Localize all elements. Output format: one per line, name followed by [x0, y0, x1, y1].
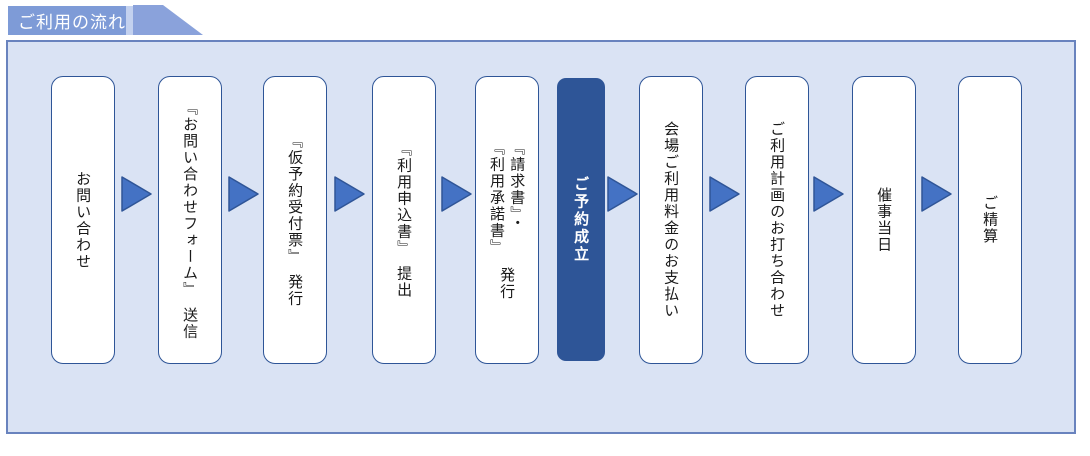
header-tab-slant: [133, 5, 203, 35]
flow-step-usage-plan-meeting: ご利用計画のお打ち合わせ: [745, 76, 809, 364]
arrow-right-icon: [441, 175, 473, 213]
arrow-right-icon: [334, 175, 366, 213]
header-tab-rect: ご利用の流れ: [8, 6, 126, 35]
flow-step-invoice-consent-issue: 『請求書』・ 『利用承諾書』 発行: [475, 76, 539, 364]
step-label: ご予約成立: [572, 175, 591, 264]
step-label: 『仮予約受付票』 発行: [286, 133, 305, 307]
flow-panel: お問い合わせ 『お問い合わせフォーム』 送信 『仮予約受付票』 発行 『利用申込…: [6, 40, 1076, 434]
header-tab-stripe: [126, 6, 133, 35]
step-label: 『利用申込書』 提出: [395, 141, 414, 299]
flow-step-application-form-submit: 『利用申込書』 提出: [372, 76, 436, 364]
flow-step-settlement: ご精算: [958, 76, 1022, 364]
flow-step-reservation-confirmed: ご予約成立: [557, 78, 605, 361]
step-label: 『お問い合わせフォーム』 送信: [181, 100, 200, 340]
step-label-documents: 『請求書』・ 『利用承諾書』: [488, 139, 527, 256]
flow-step-inquiry-form-send: 『お問い合わせフォーム』 送信: [158, 76, 222, 364]
flow-step-event-day: 催事当日: [852, 76, 916, 364]
page-title: ご利用の流れ: [18, 13, 126, 33]
step-label: ご利用計画のお打ち合わせ: [768, 121, 787, 319]
step-label: 催事当日: [875, 187, 894, 253]
arrow-right-icon: [228, 175, 260, 213]
step-label: ご精算: [981, 195, 1000, 245]
step-label-issue: 発行: [498, 267, 517, 301]
flow-step-fee-payment: 会場ご利用料金のお支払い: [639, 76, 703, 364]
arrow-right-icon: [709, 175, 741, 213]
arrow-right-icon: [607, 175, 639, 213]
arrow-right-icon: [813, 175, 845, 213]
step-label: 会場ご利用料金のお支払い: [662, 121, 681, 319]
flow-step-inquiry: お問い合わせ: [51, 76, 115, 364]
flow-step-provisional-reservation-slip: 『仮予約受付票』 発行: [263, 76, 327, 364]
step-label: お問い合わせ: [74, 170, 93, 270]
arrow-right-icon: [921, 175, 953, 213]
arrow-right-icon: [121, 175, 153, 213]
